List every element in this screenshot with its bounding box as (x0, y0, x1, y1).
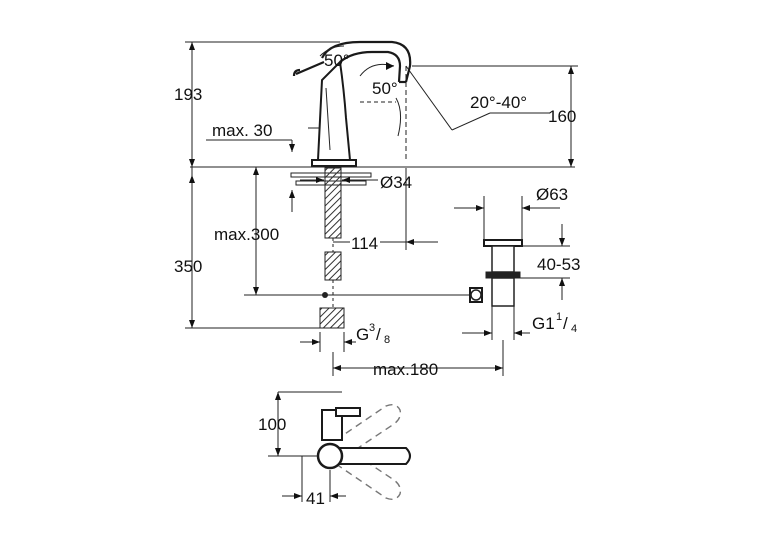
label-g-slash: / (376, 325, 381, 344)
lever-handle (295, 60, 325, 76)
label-diam34: Ø34 (380, 173, 412, 192)
faucet-side-view (292, 40, 412, 167)
dimension-lines (185, 41, 578, 376)
label-g1-sup: 1 (556, 311, 562, 323)
label-350: 350 (174, 257, 202, 276)
spout-inner (339, 50, 402, 83)
faucet-top-view (268, 391, 411, 502)
label-114: 114 (351, 234, 378, 253)
faucet-body (316, 59, 352, 161)
label-max30: max. 30 (212, 121, 272, 140)
label-angle-handle: 50° (372, 79, 398, 98)
label-g-sub: 8 (384, 334, 390, 346)
label-100: 100 (258, 415, 286, 434)
label-g-connection: G (356, 325, 369, 344)
label-angle-spout: 50° (324, 51, 350, 70)
label-40-53: 40-53 (537, 255, 580, 274)
connector (319, 307, 345, 329)
drain-assembly (469, 239, 523, 340)
label-g1-sub: 4 (571, 323, 577, 335)
label-g-sup: 3 (369, 322, 375, 334)
drain-flange (483, 239, 523, 247)
label-g1-slash: / (563, 314, 568, 333)
label-swivel-range: 20°-40° (470, 93, 527, 112)
top-lever (329, 447, 411, 465)
label-41: 41 (306, 489, 325, 508)
supply-hose (324, 251, 342, 281)
threaded-shank (324, 167, 342, 239)
label-193: 193 (174, 85, 202, 104)
faucet-base (311, 159, 357, 167)
label-max180: max.180 (373, 360, 438, 379)
label-max300: max.300 (214, 225, 279, 244)
mounting-assembly (290, 167, 372, 329)
label-g1-thread: G1 (532, 314, 555, 333)
dimension-labels: 193 50° 50° 20°-40° 160 max. 30 Ø34 Ø63 … (174, 51, 580, 508)
label-160: 160 (548, 107, 576, 126)
label-diam63: Ø63 (536, 185, 568, 204)
